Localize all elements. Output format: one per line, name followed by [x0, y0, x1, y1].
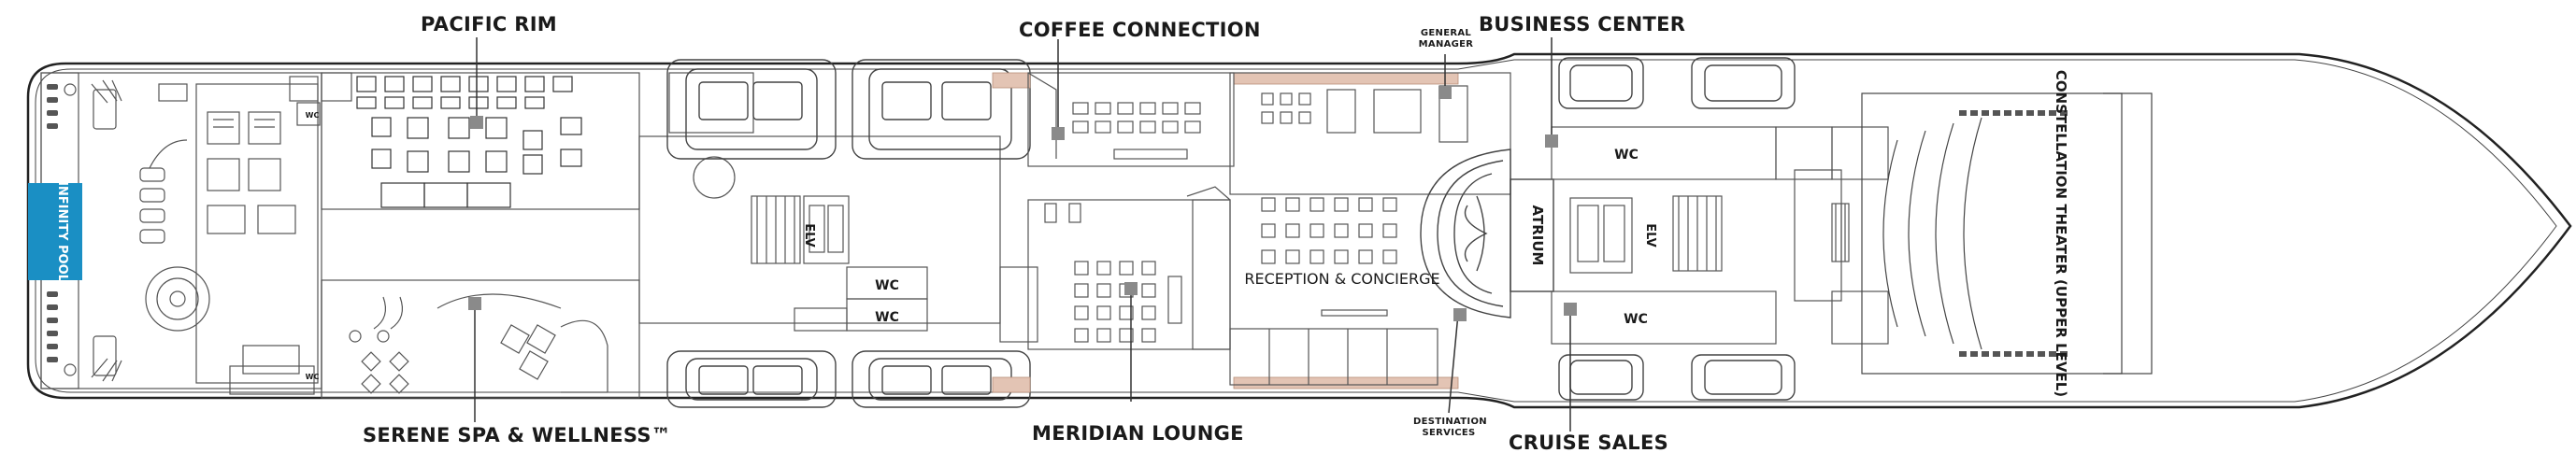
constellation-theater — [1861, 92, 2153, 375]
reception-area — [1229, 72, 1511, 386]
atrium-label: ATRIUM — [1529, 205, 1546, 266]
forward-midship-block — [1551, 126, 1889, 345]
cruise-sales-callout: CRUISE SALES — [1509, 432, 1669, 454]
atrium — [1420, 149, 1554, 318]
business-center-callout: BUSINESS CENTER — [1479, 13, 1686, 35]
infinity-pool-label: INFINITY POOL — [55, 181, 69, 282]
meridian-lounge-callout: MERIDIAN LOUNGE — [1032, 422, 1244, 445]
theater-label: CONSTELLATION THEATER (UPPER LEVEL) — [2053, 70, 2069, 397]
serene-spa-callout: SERENE SPA & WELLNESS™ — [363, 424, 672, 446]
elv-label-fwd: ELV — [1643, 223, 1657, 247]
aft-midship-block — [638, 72, 1038, 343]
wc-label-3: WC — [1614, 148, 1639, 163]
wc-label-4: WC — [1624, 312, 1648, 327]
pacific-rim-area — [289, 72, 640, 210]
callout-markers — [468, 86, 1577, 321]
hull-inner-line — [35, 59, 2557, 403]
reception-label: RECEPTION & CONCIERGE — [1244, 270, 1439, 288]
elv-label-aft: ELV — [802, 223, 816, 247]
destination-services-callout: DESTINATION SERVICES — [1413, 417, 1487, 438]
callout-leaders — [474, 37, 1571, 432]
wc-label-small-1: WC — [306, 111, 320, 120]
pacific-rim-callout: PACIFIC RIM — [421, 13, 558, 35]
wc-label-small-2: WC — [306, 373, 320, 381]
wc-label-1: WC — [875, 278, 899, 293]
coffee-connection-callout: COFFEE CONNECTION — [1019, 19, 1261, 41]
general-manager-callout: GENERAL MANAGER — [1418, 28, 1474, 50]
wc-label-2: WC — [875, 310, 899, 325]
lifeboats-top — [666, 57, 1796, 160]
infinity-pool: INFINITY POOL — [28, 181, 82, 282]
serene-spa-area — [229, 279, 640, 399]
